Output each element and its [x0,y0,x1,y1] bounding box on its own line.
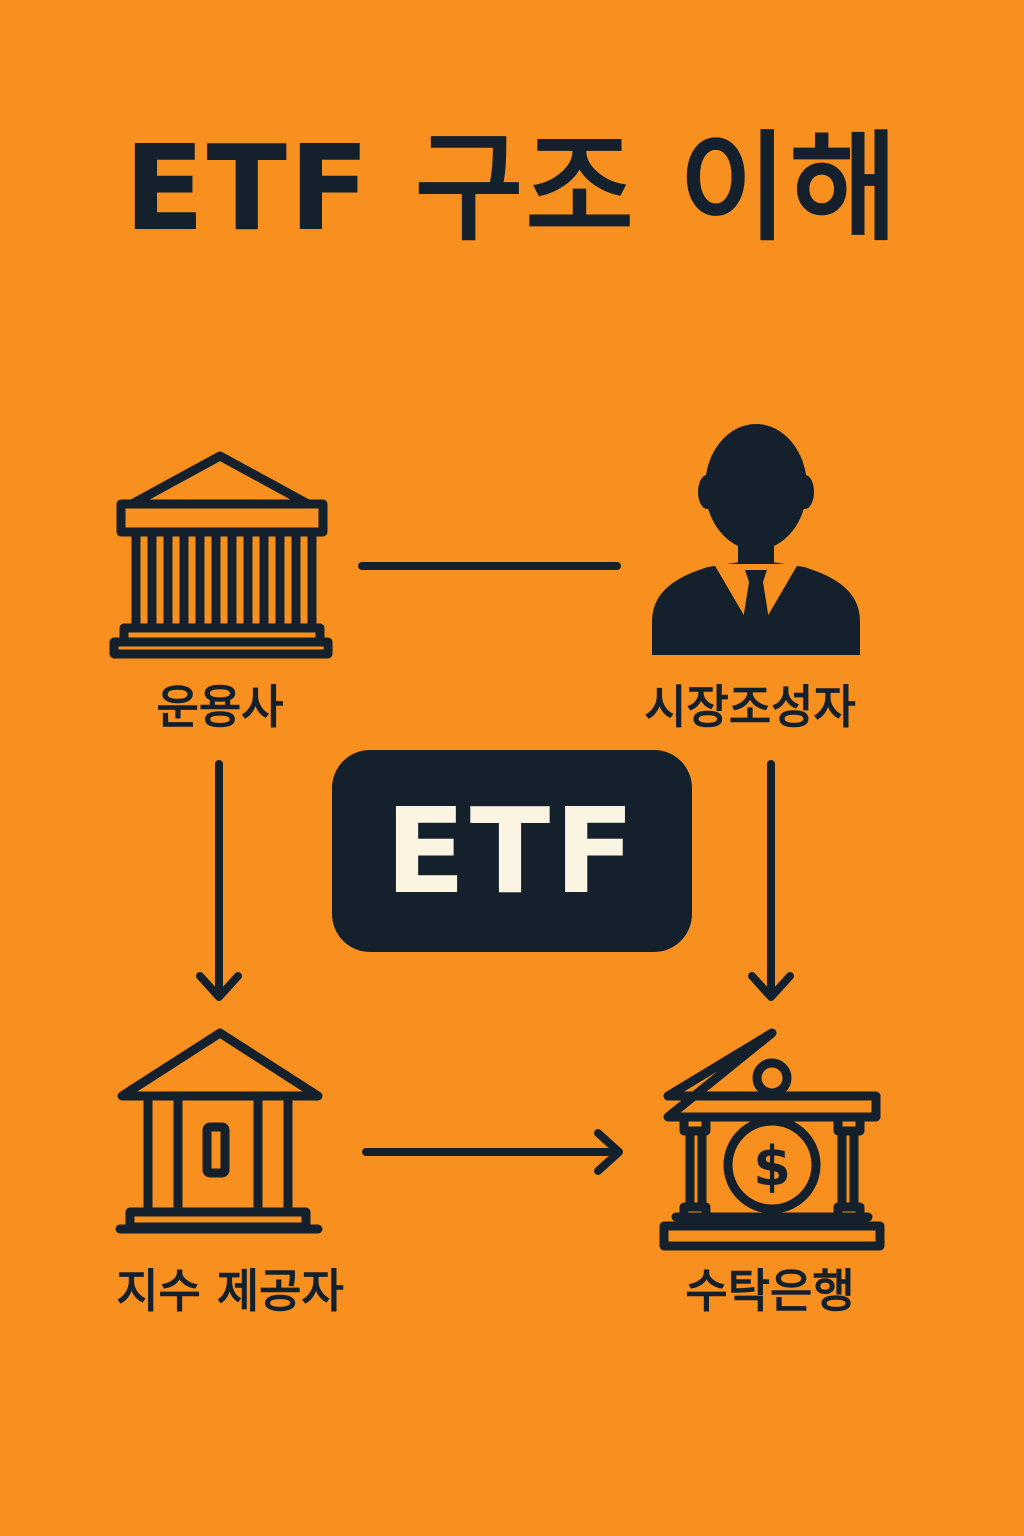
arrow-right-bottom [362,1129,623,1175]
businessman-icon [652,424,860,655]
bank-building-icon [109,451,333,659]
node-label-index-provider: 지수 제공자 [116,1264,344,1318]
bank-dollar-icon [659,1028,885,1251]
arrow-down-left [196,760,242,1001]
institution-building-icon [115,1028,323,1234]
node-label-asset-manager: 운용사 [156,680,284,734]
etf-center-box: ETF [332,750,692,952]
node-label-market-maker: 시장조성자 [644,680,856,734]
page-title: ETF 구조 이해 [123,119,901,257]
node-label-custodian-bank: 수탁은행 [685,1264,855,1318]
dollar-icon: $ [753,1135,791,1198]
etf-center-label: ETF [385,782,639,920]
arrow-down-right [748,760,794,1001]
